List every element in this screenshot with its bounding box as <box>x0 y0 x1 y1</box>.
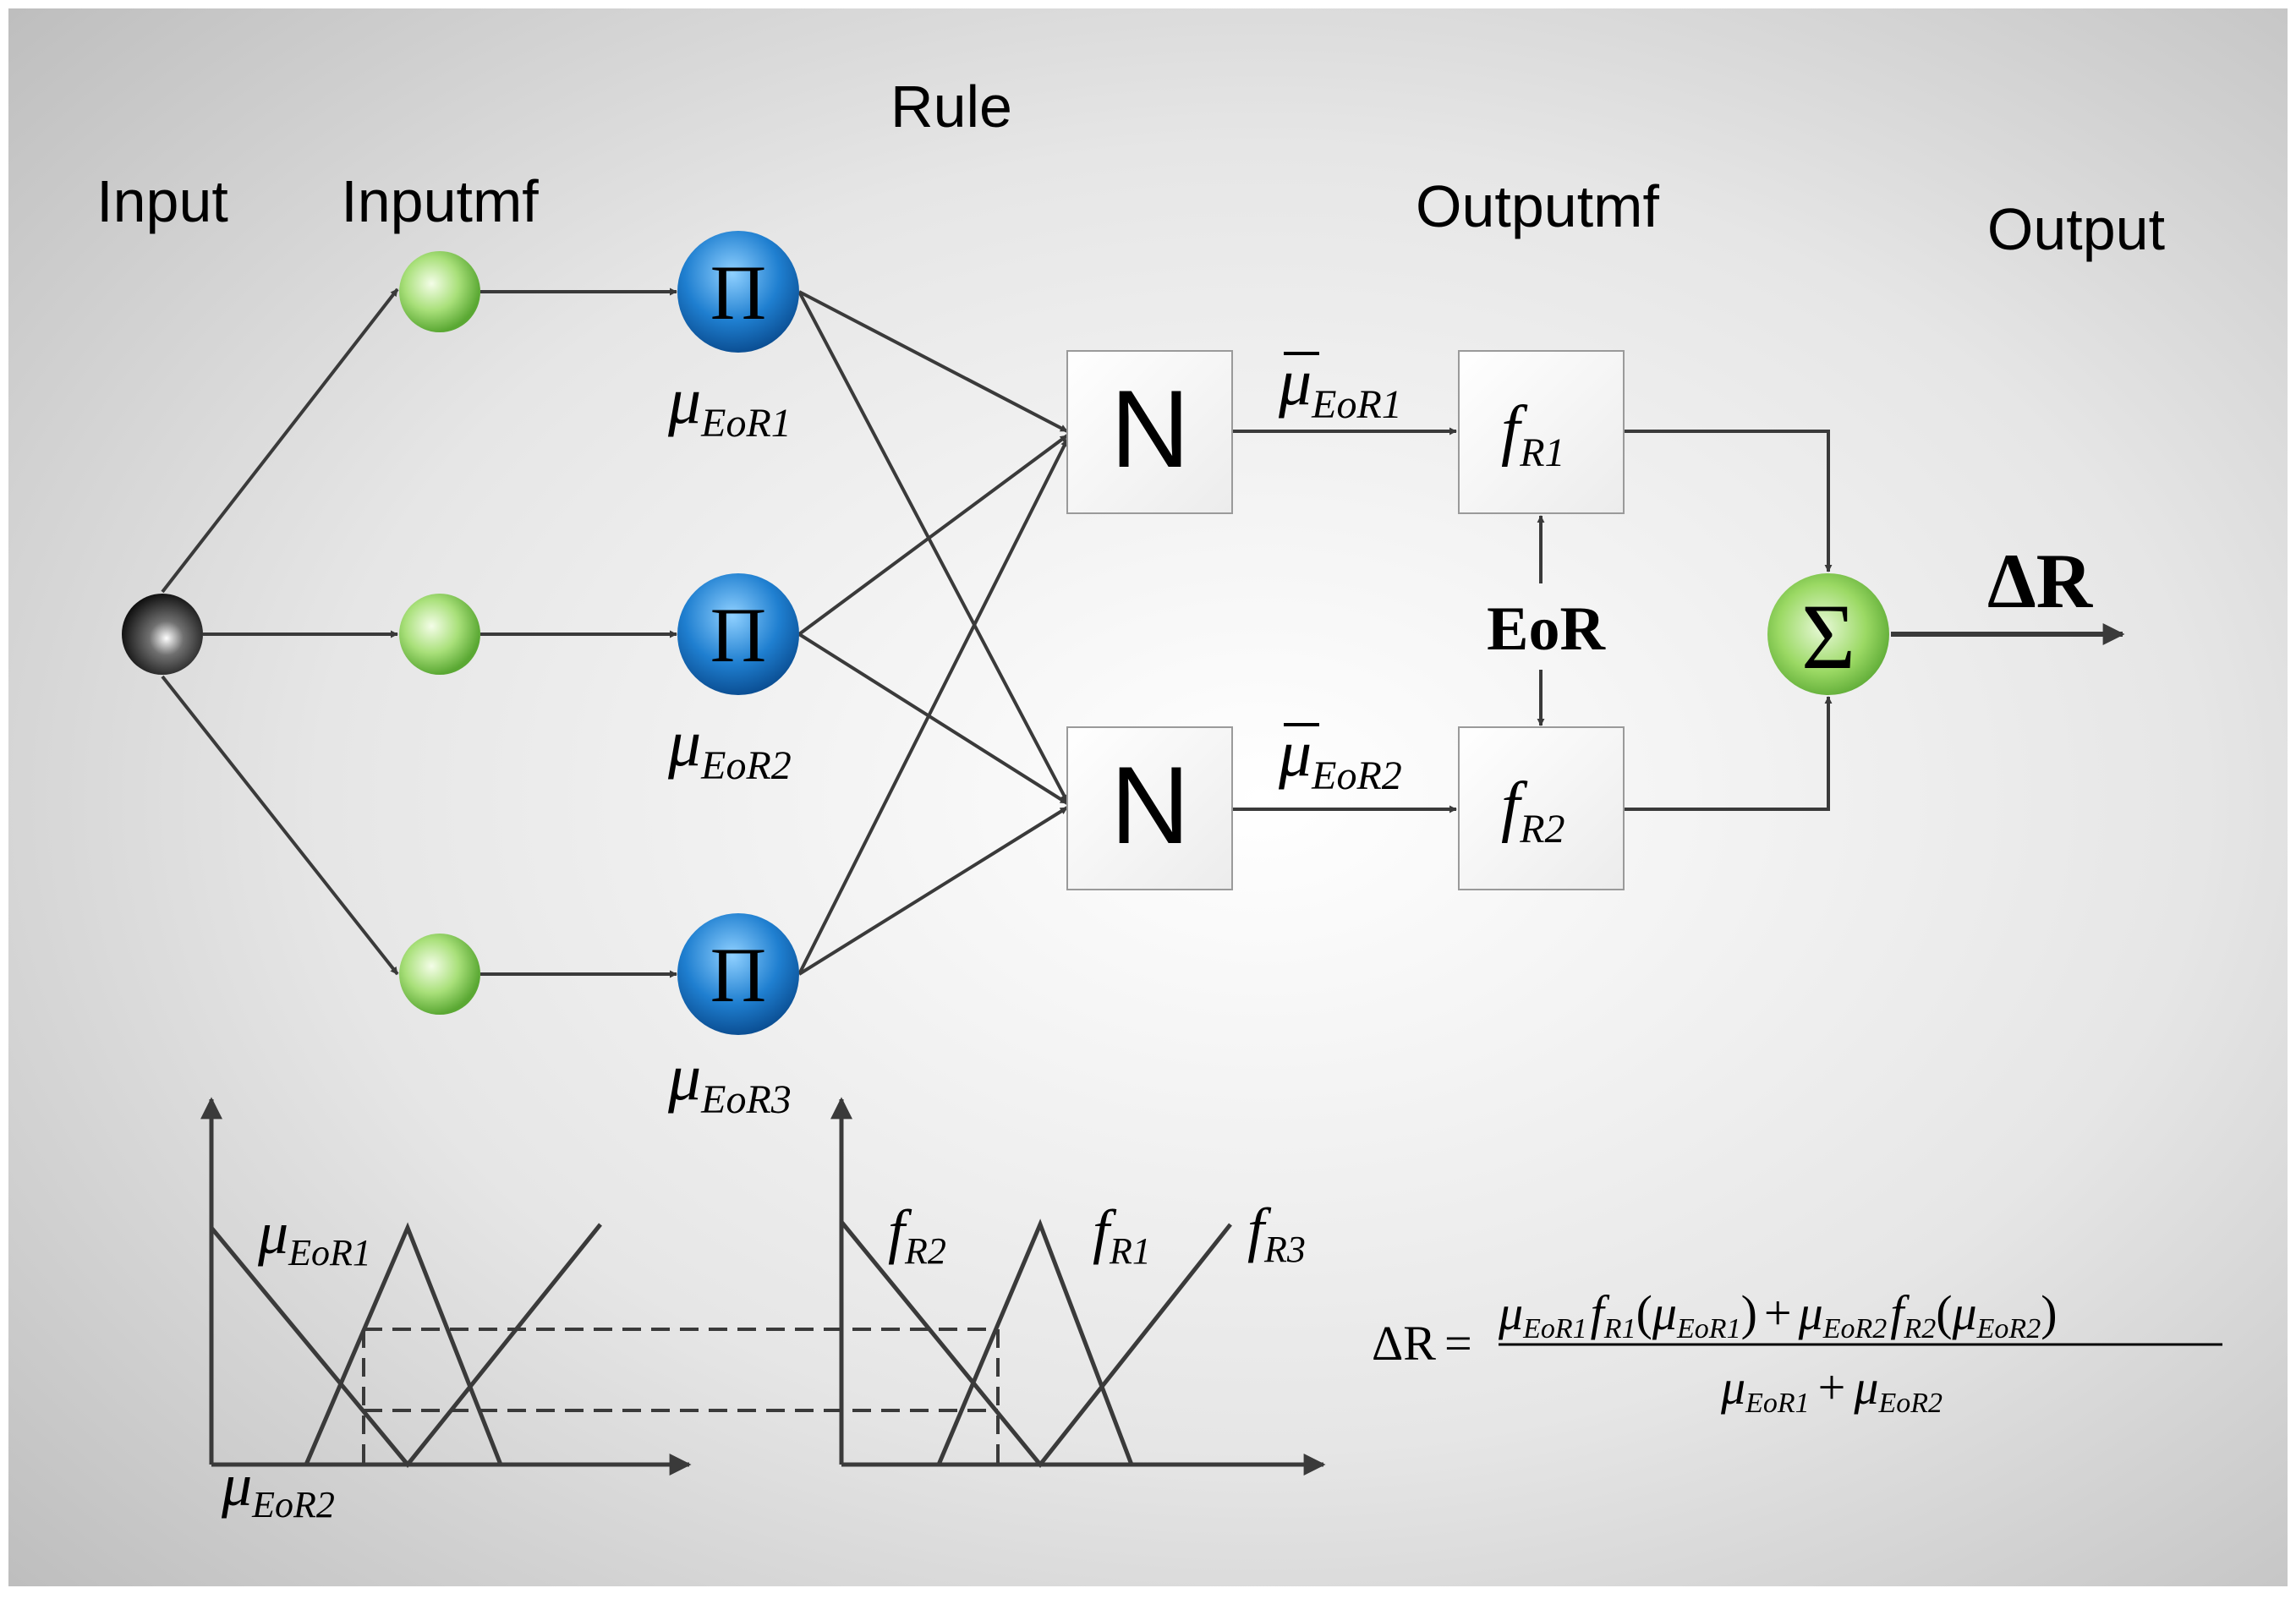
sum-symbol: Σ <box>1801 585 1855 688</box>
svg-text:μEoR2: μEoR2 <box>1278 716 1402 798</box>
edge-rule1-n1 <box>798 290 1068 433</box>
mf-left-curve-2 <box>304 1222 503 1465</box>
edge-input-mf1 <box>161 287 399 594</box>
edge-rule2-n2 <box>797 632 1069 805</box>
header-rule: Rule <box>890 74 1012 140</box>
svg-text:μEoR1: μEoR1 <box>1278 345 1402 427</box>
sum-node: Σ <box>1767 573 1889 695</box>
inputmf-node-3 <box>399 934 480 1015</box>
inputmf-node-2 <box>399 594 480 675</box>
rule-label-3: μEoR3 <box>667 1040 792 1122</box>
norm-label-1: μEoR1 <box>1278 345 1402 427</box>
edge-rule2-n1 <box>797 434 1069 636</box>
rule-label-2: μEoR2 <box>667 706 792 788</box>
formula-lhs: ΔR= <box>1372 1316 1472 1371</box>
network-edges <box>161 287 1833 978</box>
mf-left-curve-1 <box>210 1223 602 1468</box>
norm-node-2: N <box>1066 726 1233 890</box>
mf-plot-left <box>200 1097 998 1476</box>
norm-symbol: N <box>1110 743 1190 867</box>
rule-label-1: μEoR1 <box>667 364 792 446</box>
header-outputmf: Outputmf <box>1416 173 1659 239</box>
edge-input-mf3 <box>161 675 399 976</box>
header-input: Input <box>96 168 228 234</box>
header-inputmf: Inputmf <box>341 168 539 234</box>
mf-right-curve-2 <box>936 1218 1134 1465</box>
edge-f2-sum <box>1624 696 1833 811</box>
formula: ΔR= μEoR1fR1(μEoR1)+μEoR2fR2(μEoR2) μEoR… <box>1372 1285 2222 1419</box>
func-node-2: fR2 <box>1458 726 1625 890</box>
mf-right-curve-1 <box>840 1220 1232 1468</box>
formula-numerator: μEoR1fR1(μEoR1)+μEoR2fR2(μEoR2) <box>1498 1285 2058 1344</box>
input-node <box>122 594 203 675</box>
formula-denominator: μEoR1+μEoR2 <box>1720 1360 1943 1419</box>
inputmf-node-1 <box>399 251 480 332</box>
mf-plot-right <box>830 1097 1326 1476</box>
edge-rule1-n2 <box>797 291 1069 802</box>
norm-symbol: N <box>1110 367 1190 490</box>
product-symbol: Π <box>710 249 766 336</box>
rule-node-3: Π <box>677 913 799 1035</box>
edge-rule3-n1 <box>797 439 1069 975</box>
product-symbol: Π <box>710 932 766 1018</box>
func-node-1: fR1 <box>1458 350 1625 514</box>
mf-left-label-1: μEoR1 <box>257 1199 371 1273</box>
norm-label-2: μEoR2 <box>1278 716 1402 798</box>
rule-node-2: Π <box>677 573 799 695</box>
header-output: Output <box>1987 196 2165 262</box>
eor-label: EoR <box>1487 594 1606 664</box>
norm-node-1: N <box>1066 350 1233 514</box>
output-label: ΔR <box>1987 538 2094 624</box>
mf-left-label-2: μEoR2 <box>221 1451 335 1525</box>
rule-node-1: Π <box>677 231 799 353</box>
edge-rule3-n2 <box>797 806 1069 976</box>
product-symbol: Π <box>710 592 766 678</box>
edge-f1-sum <box>1624 430 1833 572</box>
